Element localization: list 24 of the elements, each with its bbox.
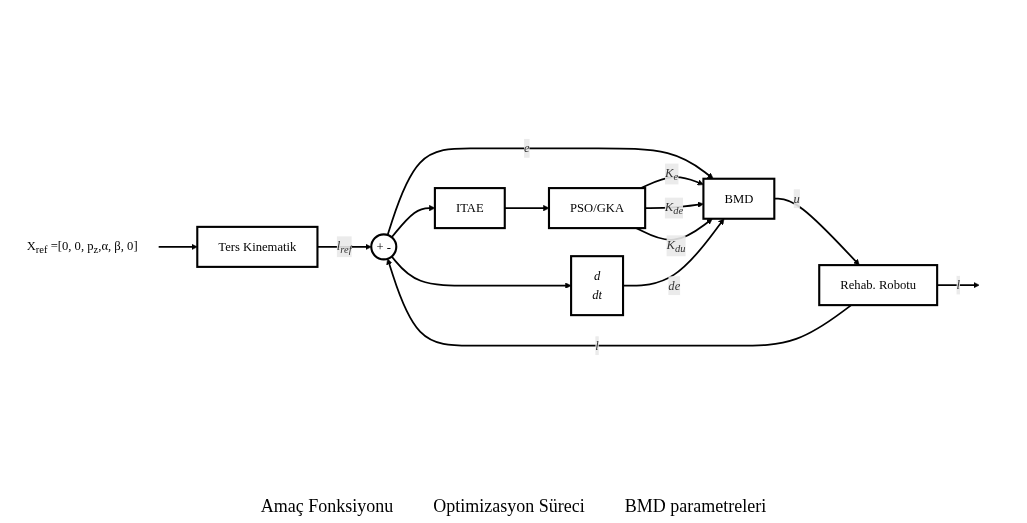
- arrow: [390, 255, 572, 289]
- edge-label: de: [668, 278, 681, 293]
- edge-label: K$_{e}$: [665, 165, 679, 183]
- edge-label: l$_{ref}$: [336, 238, 352, 255]
- edge-label: l: [956, 277, 960, 292]
- note-text: BMD parametreleri: [624, 496, 767, 517]
- node-box: d dt: [570, 255, 625, 317]
- node-circle: + -: [370, 233, 398, 261]
- node-box: PSO/GKA: [547, 187, 647, 230]
- edge-label: l: [595, 338, 599, 353]
- note-text: Amaç Fonksiyonu: [260, 496, 394, 517]
- node-box: ITAE: [433, 187, 506, 230]
- note-text: Optimizasyon Süreci: [433, 496, 585, 517]
- node-box: Ters Kinematik: [196, 225, 319, 268]
- edge-label: K$_{du}$: [666, 237, 686, 254]
- arrow: [640, 176, 704, 189]
- arrow: [386, 147, 714, 236]
- node-box: Rehab. Robotu: [818, 264, 939, 307]
- arrow: [157, 243, 198, 250]
- edge-label: e: [524, 140, 530, 156]
- edge-label: u: [793, 191, 800, 206]
- node-text: X$_{ref}$ =[0, 0, p$_{z}$,α, β, 0]: [26, 238, 138, 255]
- edge-label: K$_{de}$: [664, 199, 684, 217]
- node-box: BMD: [702, 177, 776, 220]
